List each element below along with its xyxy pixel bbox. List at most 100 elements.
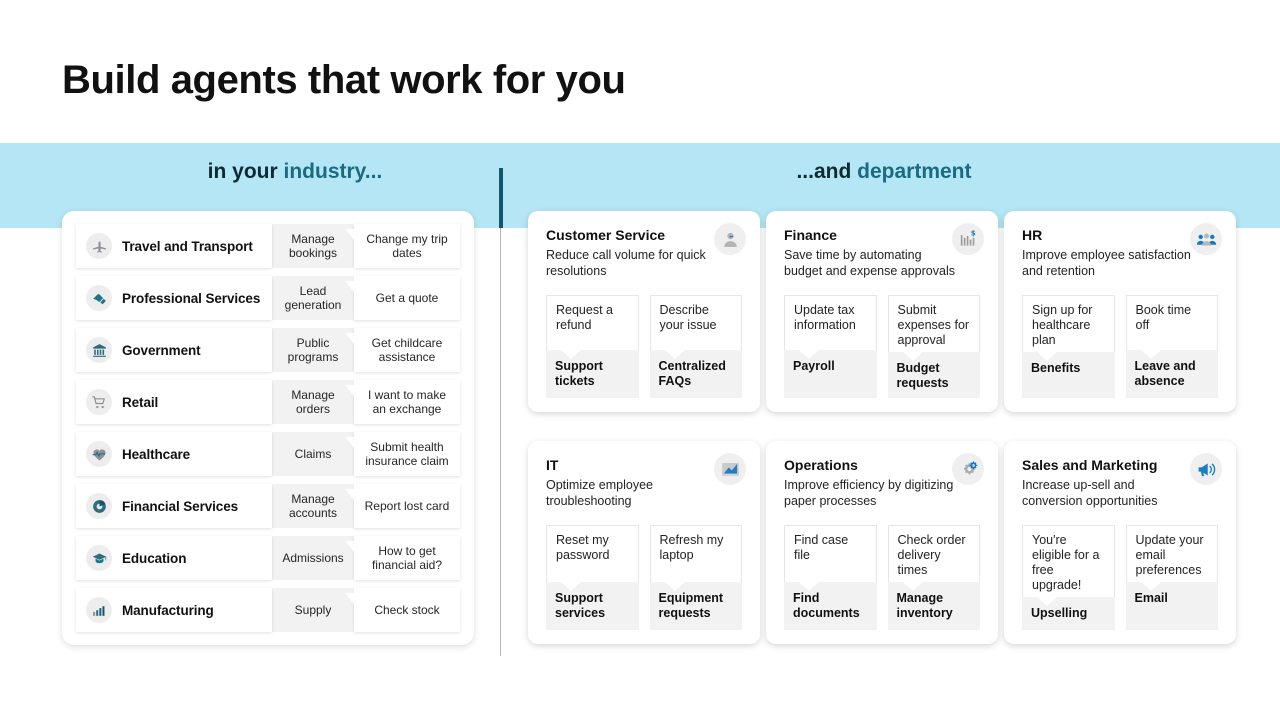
industry-topic-tile[interactable]: Lead generation <box>272 276 354 320</box>
subcard-topic: Manage inventory <box>887 581 980 630</box>
column-divider-accent <box>499 168 503 228</box>
industry-topic-tile[interactable]: Manage bookings <box>272 224 354 268</box>
department-subtitle: Optimize employee troubleshooting <box>546 478 653 508</box>
subcard-topic: Support services <box>546 581 639 630</box>
department-subtitle: Increase up-sell and conversion opportun… <box>1022 478 1158 508</box>
page-title: Build agents that work for you <box>62 58 626 102</box>
industry-topic-tile[interactable]: Public programs <box>272 328 354 372</box>
subcard-topic: Equipment requests <box>649 581 742 630</box>
column-divider-line <box>500 228 501 656</box>
industry-topic-tile[interactable]: Claims <box>272 432 354 476</box>
subcard-topic: Support tickets <box>546 349 639 398</box>
industry-label: Manufacturing <box>122 602 214 618</box>
industry-query-tile[interactable]: Get a quote <box>345 276 460 320</box>
industry-topic-tile[interactable]: Admissions <box>272 536 354 580</box>
industry-query-tile[interactable]: Report lost card <box>345 484 460 528</box>
industry-query-tile[interactable]: Change my trip dates <box>345 224 460 268</box>
department-heading-prefix: ...and <box>796 160 858 183</box>
industry-name-tile[interactable]: Travel and Transport <box>76 224 272 268</box>
subcard-list: You're eligible for a free upgrade!Upsel… <box>1022 525 1218 630</box>
subcard-query: Update your email preferences <box>1125 525 1218 582</box>
subcard-topic: Find documents <box>784 581 877 630</box>
industry-heading-accent: industry... <box>283 160 383 183</box>
industry-label: Travel and Transport <box>122 238 253 254</box>
industry-label: Education <box>122 550 187 566</box>
industry-heading-prefix: in your <box>207 160 284 183</box>
industry-query-tile[interactable]: Get childcare assistance <box>345 328 460 372</box>
department-heading: ...and department <box>590 160 1178 184</box>
subcard-query: Update tax information <box>784 295 877 350</box>
industry-name-tile[interactable]: Retail <box>76 380 272 424</box>
industry-label: Government <box>122 342 201 358</box>
industry-topic-tile[interactable]: Manage accounts <box>272 484 354 528</box>
industry-topic-tile[interactable]: Supply <box>272 588 354 632</box>
department-title: Finance <box>784 227 837 243</box>
industry-heading: in your industry... <box>0 160 590 184</box>
industry-topic-tile[interactable]: Manage orders <box>272 380 354 424</box>
industry-name-tile[interactable]: Manufacturing <box>76 588 272 632</box>
industry-label: Healthcare <box>122 446 191 462</box>
department-title: HR <box>1022 227 1043 243</box>
subcard-query: Refresh my laptop <box>649 525 742 582</box>
subcard-query: You're eligible for a free upgrade! <box>1022 525 1115 597</box>
industry-label: Professional Services <box>122 290 261 306</box>
industry-query-tile[interactable]: Submit health insurance claim <box>345 432 460 476</box>
subcard-query: Reset my password <box>546 525 639 582</box>
subcard-query: Describe your issue <box>649 295 742 350</box>
department-title: IT <box>546 457 559 473</box>
industry-name-tile[interactable]: Healthcare <box>76 432 272 476</box>
graduation-cap-icon <box>86 545 112 571</box>
industry-name-tile[interactable]: Financial Services <box>76 484 272 528</box>
bank-icon <box>86 337 112 363</box>
industry-name-tile[interactable]: Government <box>76 328 272 372</box>
industry-label: Retail <box>122 394 159 410</box>
subcard-query: Request a refund <box>546 295 639 350</box>
megaphone-icon <box>1190 453 1222 485</box>
industry-name-tile[interactable]: Professional Services <box>76 276 272 320</box>
subcard-topic: Upselling <box>1022 596 1115 630</box>
subcard-topic: Benefits <box>1022 351 1115 398</box>
trend-chart-icon <box>714 453 746 485</box>
shopping-cart-icon <box>86 389 112 415</box>
industry-query-tile[interactable]: I want to make an exchange <box>345 380 460 424</box>
industry-query-tile[interactable]: Check stock <box>345 588 460 632</box>
subcard-query: Book time off <box>1125 295 1218 350</box>
industry-query-tile[interactable]: How to get financial aid? <box>345 536 460 580</box>
department-heading-accent: department <box>857 160 972 183</box>
department-subtitle: Save time by automating budget and expen… <box>784 248 955 278</box>
industry-name-tile[interactable]: Education <box>76 536 272 580</box>
subcard-topic: Leave and absence <box>1125 349 1218 398</box>
department-subcard[interactable]: You're eligible for a free upgrade!Upsel… <box>1022 525 1115 630</box>
